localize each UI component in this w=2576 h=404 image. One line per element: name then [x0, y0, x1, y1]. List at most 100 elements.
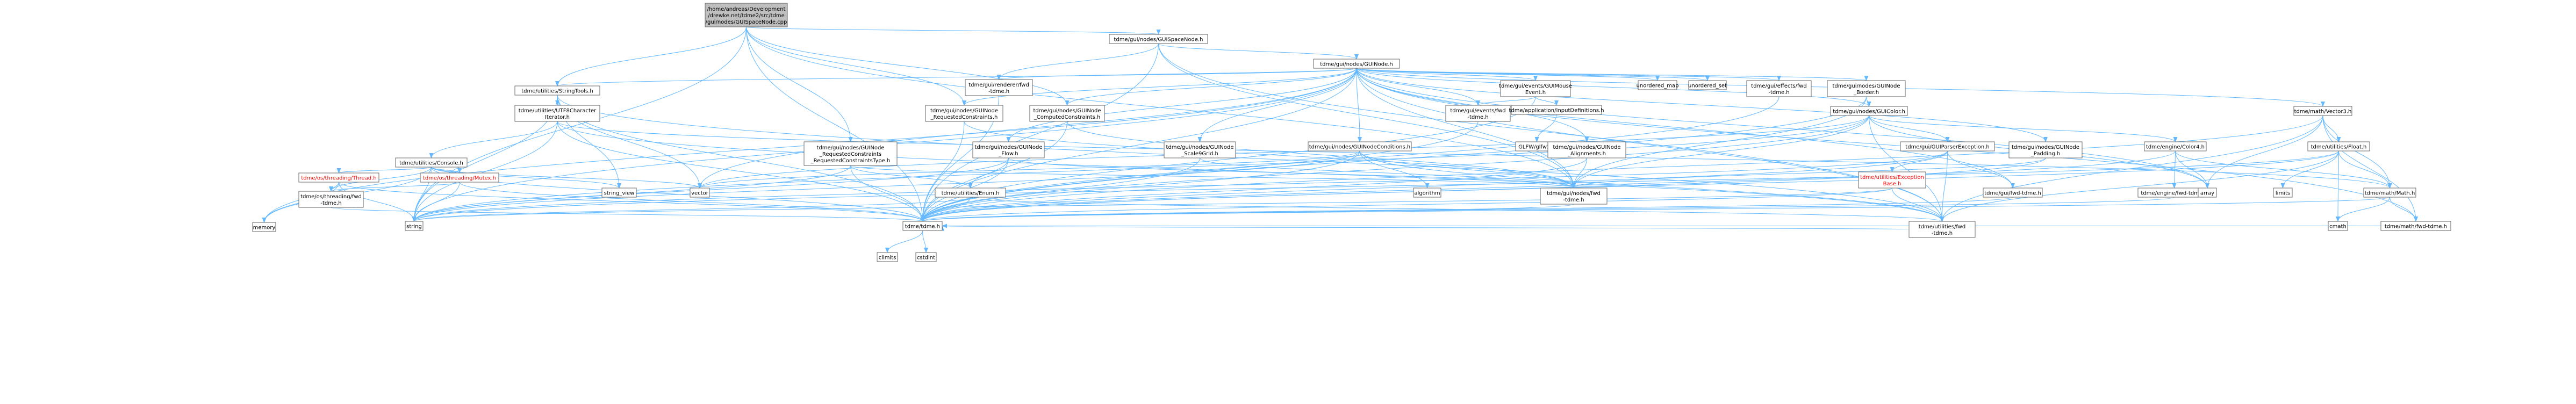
edge-float-to-mathh: [2338, 150, 2392, 189]
node-label-string-line-0: string: [406, 224, 422, 230]
node-box-thread: [298, 172, 379, 183]
node-math_fwd[interactable]: tdme/math/fwd-tdme.h: [2380, 221, 2451, 231]
node-utilities_fwd[interactable]: tdme/utilities/fwd-tdme.h: [1908, 221, 1976, 238]
node-cstdint[interactable]: cstdint: [915, 252, 937, 262]
node-compconstraints[interactable]: tdme/gui/nodes/GUINode_ComputedConstrain…: [1029, 105, 1105, 122]
node-label-climits-line-0: climits: [879, 255, 896, 261]
node-inputdefs[interactable]: tdme/application/InputDefinitions.h: [1509, 105, 1604, 115]
edge-flow-to-enum: [968, 157, 1009, 189]
node-box-alignments: [1547, 141, 1626, 158]
node-label-spacenode_h-line-0: tdme/gui/nodes/GUISpaceNode.h: [1114, 37, 1203, 43]
node-mutex[interactable]: tdme/os/threading/Mutex.h: [420, 172, 499, 183]
node-scale9[interactable]: tdme/gui/nodes/GUINode_Scale9Grid.h: [1164, 141, 1236, 158]
node-unordered_map[interactable]: unordered_map: [1637, 80, 1679, 90]
node-label-mathh-line-0: tdme/math/Math.h: [2365, 191, 2415, 197]
node-effects_fwd[interactable]: tdme/gui/effects/fwd-tdme.h: [1746, 80, 1812, 97]
edge-guinode_h-to-compconstraints: [1065, 68, 1357, 106]
node-label-inputdefs-line-0: tdme/application/InputDefinitions.h: [1509, 108, 1604, 114]
edge-inputdefs-to-glfw: [1534, 114, 1557, 142]
node-nodes_fwd[interactable]: tdme/gui/nodes/fwd-tdme.h: [1540, 187, 1608, 205]
node-label-events_fwd-line-1: -tdme.h: [1467, 114, 1488, 120]
node-parserexc[interactable]: tdme/gui/GUIParserException.h: [1900, 141, 1995, 152]
node-label-threading_fwd-line-0: tdme/os/threading/fwd: [300, 194, 362, 200]
node-renderer_fwd[interactable]: tdme/gui/renderer/fwd-tdme.h: [965, 79, 1033, 96]
node-padding[interactable]: tdme/gui/nodes/GUINode_Padding.h: [2008, 141, 2083, 158]
node-unordered_set[interactable]: unordered_set: [1688, 80, 1727, 90]
node-label-unordered_set-line-0: unordered_set: [1688, 83, 1727, 89]
node-climits[interactable]: climits: [877, 252, 898, 262]
node-box-flow: [972, 141, 1045, 158]
node-spacenode_h[interactable]: tdme/gui/nodes/GUISpaceNode.h: [1109, 34, 1208, 44]
node-label-parserexc-line-0: tdme/gui/GUIParserException.h: [1905, 145, 1989, 150]
node-enum[interactable]: tdme/utilities/Enum.h: [935, 187, 1006, 198]
node-label-border-line-0: tdme/gui/nodes/GUINode: [1832, 83, 1900, 89]
edge-root-to-compconstraints: [746, 26, 1070, 106]
node-box-string: [405, 221, 424, 231]
edge-guicolor-to-utilities_fwd: [1869, 115, 1944, 222]
node-label-renderer_fwd-line-1: -tdme.h: [988, 89, 1009, 95]
node-cmath[interactable]: cmath: [2328, 221, 2348, 231]
edge-guinode_h-to-guicolor: [1356, 68, 1871, 107]
node-string[interactable]: string: [405, 221, 424, 231]
node-box-nodes_fwd: [1540, 187, 1608, 205]
node-label-guicolor-line-0: tdme/gui/nodes/GUIColor.h: [1833, 109, 1905, 115]
node-memory[interactable]: memory: [252, 222, 276, 232]
node-string_view[interactable]: string_view: [601, 187, 637, 198]
edge-guicolor-to-color4: [1869, 115, 2178, 142]
node-label-math_fwd-line-0: tdme/math/fwd-tdme.h: [2385, 224, 2447, 230]
node-events_fwd[interactable]: tdme/gui/events/fwd-tdme.h: [1445, 105, 1511, 122]
node-alignments[interactable]: tdme/gui/nodes/GUINode_Alignments.h: [1547, 141, 1626, 158]
node-box-string_view: [601, 187, 637, 198]
node-threading_fwd[interactable]: tdme/os/threading/fwd-tdme.h: [298, 191, 364, 208]
edge-vector3-to-math_fwd: [2322, 115, 2418, 222]
node-label-root-line-1: /drewke.net/tdme2/src/tdme: [708, 13, 785, 19]
node-label-unordered_map-line-0: unordered_map: [1637, 83, 1679, 89]
node-box-scale9: [1164, 141, 1236, 158]
node-root[interactable]: /home/andreas/Development/drewke.net/tdm…: [705, 3, 788, 27]
edge-color4-to-mathh: [2175, 150, 2392, 189]
edge-conditions-to-tdme_h: [920, 150, 1360, 222]
edge-root-to-reqconstraints: [746, 26, 966, 106]
edge-guinode_h-to-unordered_set: [1356, 68, 1710, 81]
node-guicolor[interactable]: tdme/gui/nodes/GUIColor.h: [1830, 106, 1908, 116]
edge-float-to-limits: [2280, 150, 2339, 189]
node-array[interactable]: array: [2198, 187, 2217, 198]
node-box-effects_fwd: [1746, 80, 1812, 97]
node-label-cstdint-line-0: cstdint: [917, 255, 935, 261]
node-border[interactable]: tdme/gui/nodes/GUINode_Border.h: [1827, 80, 1906, 97]
node-guinode_h[interactable]: tdme/gui/nodes/GUINode.h: [1313, 59, 1400, 69]
node-vector3[interactable]: tdme/math/Vector3.h: [2293, 106, 2352, 116]
edge-float-to-cmath: [2336, 150, 2341, 222]
node-thread[interactable]: tdme/os/threading/Thread.h: [298, 172, 379, 183]
edge-guicolor-to-nodes_fwd: [1572, 115, 1869, 189]
edge-conditions-to-utilities_fwd: [1359, 150, 1944, 222]
node-box-compconstraints: [1029, 105, 1105, 122]
edge-mutex-to-tdme_h: [459, 182, 925, 222]
edge-guinode_h-to-scale9: [1197, 68, 1357, 142]
edge-conditions-to-vector: [698, 150, 1360, 189]
node-limits[interactable]: limits: [2273, 187, 2293, 198]
node-vector[interactable]: vector: [690, 187, 710, 198]
node-console[interactable]: tdme/utilities/Console.h: [395, 157, 468, 168]
node-conditions[interactable]: tdme/gui/nodes/GUINodeConditions.h: [1308, 141, 1412, 152]
node-gui_fwd[interactable]: tdme/gui/fwd-tdme.h: [1983, 187, 2043, 198]
edge-parserexc-to-string: [412, 150, 1948, 222]
node-color4[interactable]: tdme/engine/Color4.h: [2144, 141, 2207, 152]
node-float[interactable]: tdme/utilities/Float.h: [2307, 141, 2370, 152]
node-label-excbase-line-0: tdme/utilities/Exception: [1860, 175, 1924, 181]
node-tdme_h[interactable]: tdme/tdme.h: [902, 221, 943, 231]
node-stringtools[interactable]: tdme/utilities/StringTools.h: [514, 85, 600, 96]
node-algorithm[interactable]: algorithm: [1413, 187, 1441, 198]
node-flow[interactable]: tdme/gui/nodes/GUINode_Flow.h: [972, 141, 1045, 158]
node-box-tdme_h: [902, 221, 943, 231]
node-reqconstraints[interactable]: tdme/gui/nodes/GUINode_RequestedConstrai…: [925, 105, 1003, 122]
node-mathh[interactable]: tdme/math/Math.h: [2363, 187, 2416, 198]
node-reqconstrtype[interactable]: tdme/gui/nodes/GUINode_RequestedConstrai…: [803, 141, 898, 166]
edge-scale9-to-tdme_h: [920, 157, 1200, 222]
edge-guinode_h-to-nodes_fwd: [1356, 68, 1576, 189]
edge-parserexc-to-utilities_fwd: [1940, 150, 1948, 222]
